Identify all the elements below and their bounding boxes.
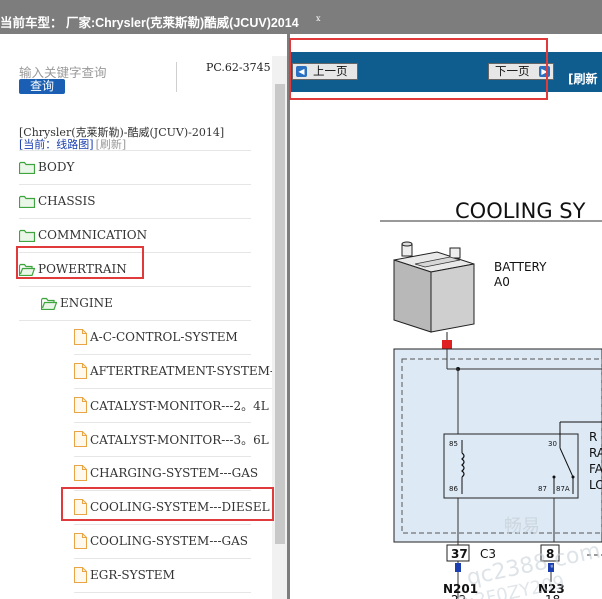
tree-item-label: A-C-CONTROL-SYSTEM xyxy=(90,330,238,344)
connector-37-label: 37 xyxy=(451,547,468,561)
next-page-button[interactable]: 下一页 ▶ xyxy=(488,63,554,80)
diagram-title: COOLING SY xyxy=(455,199,586,223)
pin-30: 30 xyxy=(548,440,557,448)
relay-text-1: R xyxy=(589,430,597,444)
tree-item-label: COMMNICATION xyxy=(38,228,148,242)
tree-item-label: COOLING-SYSTEM---GAS xyxy=(90,534,248,548)
relay-text-4: LO xyxy=(589,478,602,492)
connector-37 xyxy=(446,544,470,562)
pin-87a: 87A xyxy=(556,485,570,493)
search-divider xyxy=(176,62,177,92)
document-icon xyxy=(74,431,87,447)
tree-item-label: ENGINE xyxy=(60,296,113,310)
prev-page-label: 上一页 xyxy=(313,64,348,78)
document-icon xyxy=(74,329,87,345)
panel-divider xyxy=(287,34,290,599)
relay-coil xyxy=(461,452,465,478)
pin-85: 85 xyxy=(449,440,458,448)
tree-item-label: CATALYST-MONITOR---3。6L xyxy=(90,432,269,447)
arrow-right-icon: ▶ xyxy=(539,66,550,77)
tree-item-label: COOLING-SYSTEM---DIESEL xyxy=(90,500,270,514)
viewer-refresh-link[interactable]: [刷新 xyxy=(568,72,598,86)
relay-text-2: RA xyxy=(589,446,602,460)
folder-open-icon xyxy=(41,297,57,310)
search-input[interactable] xyxy=(19,64,169,82)
tree-item-label: AFTERTREATMENT-SYSTEM-- xyxy=(90,364,278,378)
current-view-label: [当前：线路图] xyxy=(19,138,94,151)
document-icon xyxy=(74,363,87,379)
tree-item-egr-system[interactable]: EGR-SYSTEM xyxy=(74,558,251,593)
title-mark: x xyxy=(316,14,321,23)
connector-8-label: 8 xyxy=(546,547,554,561)
diagram-viewer: ◀ 上一页 下一页 ▶ [刷新 COOLING SY BATTERY A0 xyxy=(290,34,602,599)
battery-label: BATTERY xyxy=(494,260,547,274)
tree-item-aftertreatment-system[interactable]: AFTERTREATMENT-SYSTEM-- xyxy=(74,354,278,389)
pin-87: 87 xyxy=(538,485,547,493)
folder-open-icon xyxy=(19,263,35,276)
search-button[interactable]: 查询 xyxy=(19,79,65,94)
top-bar: 当前车型： 厂家:Chrysler(克莱斯勒)酷威(JCUV)2014 x xyxy=(0,0,602,34)
tree-item-powertrain[interactable]: POWERTRAIN xyxy=(19,252,251,287)
vehicle-path: [Chrysler(克莱斯勒)-酷威(JCUV)-2014] xyxy=(19,126,225,139)
module-inner-dashed xyxy=(401,358,602,534)
tree-item-label: EGR-SYSTEM xyxy=(90,568,175,582)
relay-switch xyxy=(559,447,574,478)
battery-fuse xyxy=(442,340,452,349)
ref-n201: N201 xyxy=(443,582,478,596)
folder-icon xyxy=(19,229,35,242)
document-icon xyxy=(74,567,87,583)
page-navbar: ◀ 上一页 下一页 ▶ [刷新 xyxy=(290,52,602,92)
next-page-label: 下一页 xyxy=(495,64,530,78)
tree-item-label: CHASSIS xyxy=(38,194,96,208)
pc-code: PC.62-3745 xyxy=(206,61,271,74)
sidebar xyxy=(0,34,272,599)
ref-n23-sub: 18 xyxy=(545,593,560,599)
tree-item-label: CATALYST-MONITOR---2。4L xyxy=(90,398,269,413)
connector-c3-label: C3 xyxy=(480,547,496,561)
tree-item-cooling-system-diesel[interactable]: COOLING-SYSTEM---DIESEL xyxy=(74,490,270,525)
wiring-diagram: COOLING SY BATTERY A0 85 86 30 8 xyxy=(380,199,602,599)
document-icon xyxy=(74,397,87,413)
refresh-link[interactable]: [刷新] xyxy=(95,138,127,151)
document-icon xyxy=(74,499,87,515)
tree-item-a-c-control-system[interactable]: A-C-CONTROL-SYSTEM xyxy=(74,320,251,355)
tree-item-chassis[interactable]: CHASSIS xyxy=(19,184,251,219)
prev-page-button[interactable]: ◀ 上一页 xyxy=(292,63,358,80)
tree-item-catalyst-monitor-36[interactable]: CATALYST-MONITOR---3。6L xyxy=(74,422,269,457)
vehicle-title: 当前车型： 厂家:Chrysler(克莱斯勒)酷威(JCUV)2014 xyxy=(0,16,299,30)
battery-id: A0 xyxy=(494,275,510,289)
relay-text-3: FA xyxy=(589,462,602,476)
document-icon xyxy=(74,465,87,481)
folder-icon xyxy=(19,195,35,208)
tree-item-commnication[interactable]: COMMNICATION xyxy=(19,218,251,253)
tree-item-catalyst-monitor-24[interactable]: CATALYST-MONITOR---2。4L xyxy=(74,388,269,423)
tree-item-label: BODY xyxy=(38,160,75,174)
relay-box xyxy=(443,433,579,499)
tree-item-charging-system-gas[interactable]: CHARGING-SYSTEM---GAS xyxy=(74,456,258,491)
folder-icon xyxy=(19,161,35,174)
tree-item-label: CHARGING-SYSTEM---GAS xyxy=(90,466,259,480)
battery-icon xyxy=(393,241,475,333)
sidebar-scrollbar-thumb[interactable] xyxy=(275,84,285,544)
connector-8 xyxy=(540,544,560,562)
pin-86: 86 xyxy=(449,485,458,493)
watermark: 畅易 xyxy=(504,516,540,537)
current-view-row: [当前：线路图][刷新] xyxy=(19,136,126,152)
tree-item-body[interactable]: BODY xyxy=(19,150,251,185)
ref-n201-sub: 22 xyxy=(451,593,466,599)
arrow-left-icon: ◀ xyxy=(296,66,307,77)
tree-separator xyxy=(19,150,251,151)
document-icon xyxy=(74,533,87,549)
tree-item-label: POWERTRAIN xyxy=(38,262,127,276)
tree-item-cooling-system-gas[interactable]: COOLING-SYSTEM---GAS xyxy=(74,524,251,559)
ref-n23: N23 xyxy=(538,582,565,596)
tree-item-engine[interactable]: ENGINE xyxy=(19,286,251,321)
